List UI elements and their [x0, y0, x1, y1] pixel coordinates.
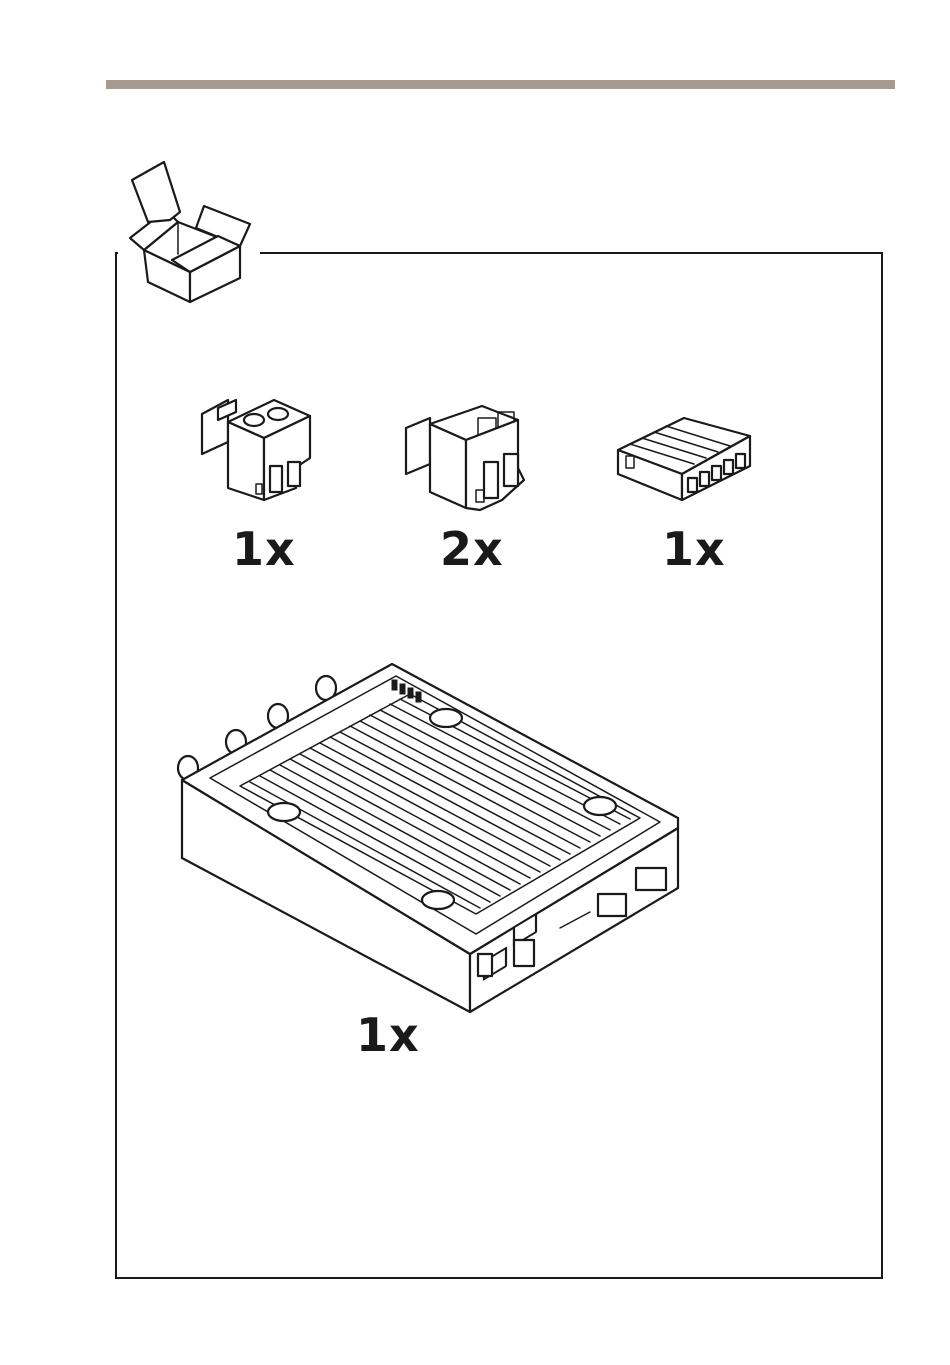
- item-6pin-connector: 1x: [612, 404, 754, 504]
- item-screw-terminal-connector: 1x: [192, 392, 316, 504]
- terminal-block-connector-6pin-icon: [612, 404, 754, 504]
- item-2pin-terminal-connector: 2x: [400, 400, 530, 512]
- item-2-quantity: 2x: [440, 526, 504, 572]
- terminal-block-connector-screw-icon: [192, 392, 316, 504]
- item-1-quantity: 1x: [232, 526, 296, 572]
- open-box-icon: [118, 150, 260, 308]
- item-4-quantity: 1x: [356, 1012, 420, 1058]
- item-3-quantity: 1x: [662, 526, 726, 572]
- terminal-block-connector-2pin-icon: [400, 400, 530, 512]
- header-accent-rule: [106, 80, 895, 89]
- item-video-encoder: 1x: [170, 658, 690, 1028]
- video-encoder-device-icon: [170, 658, 690, 1028]
